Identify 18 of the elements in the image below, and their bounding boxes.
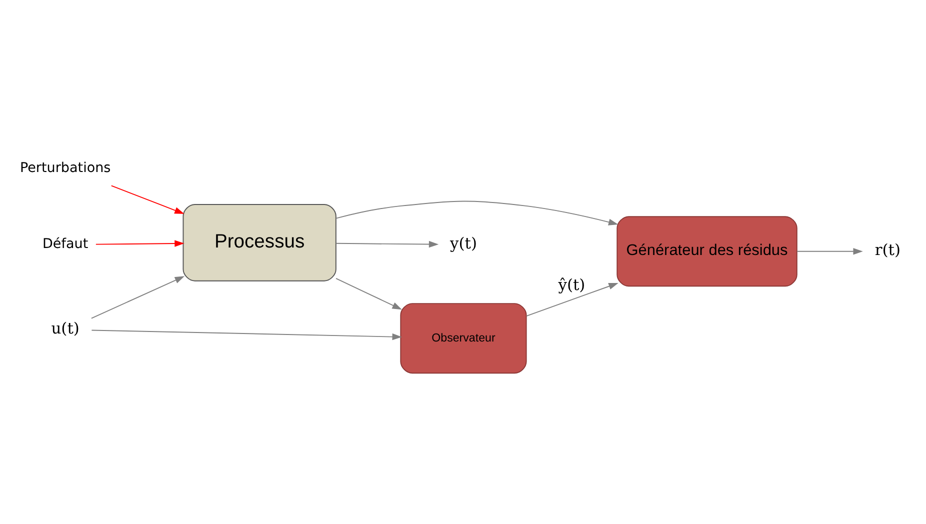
arrow [336,278,402,310]
node-text: r(t) [874,241,901,260]
arrow [796,248,863,255]
node-box: Générateur des résidus [616,216,798,287]
arrow [91,330,402,340]
edge-label: ŷ(t) [558,276,586,294]
arrow [90,276,185,319]
node-text: y(t) [450,234,477,252]
node-text: Perturbations [20,160,111,176]
arrow [336,240,439,248]
node-text: u(t) [51,319,80,338]
arrow [336,200,618,226]
node-box: Observateur [400,303,527,374]
node-text: Défaut [42,236,88,252]
arrow [95,240,184,247]
arrow [110,185,184,214]
arrow [526,282,618,317]
node-box: Processus [182,204,336,282]
